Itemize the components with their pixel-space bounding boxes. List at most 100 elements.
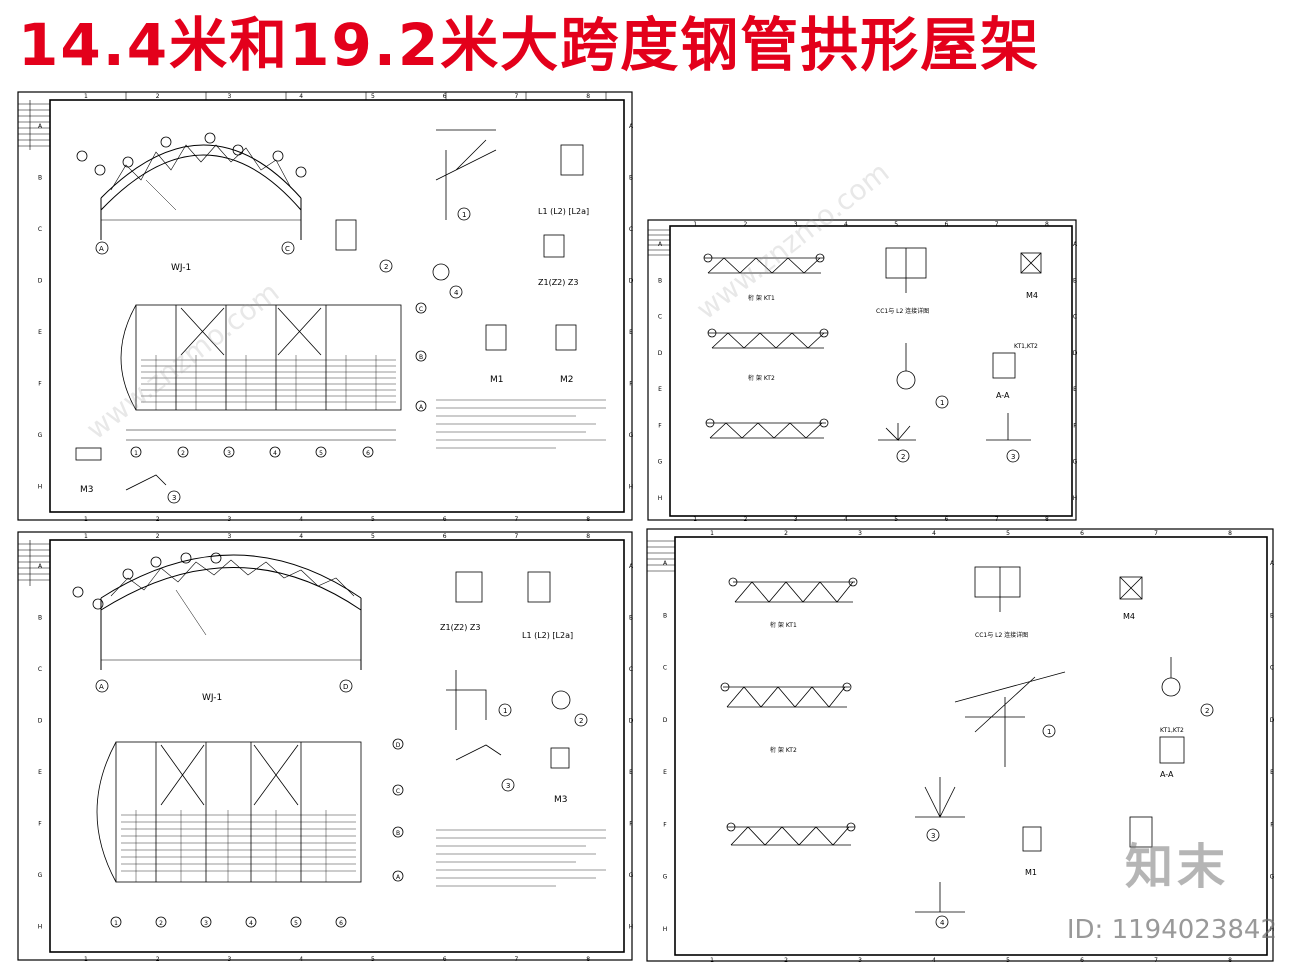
border-column-label: 5 [371, 516, 375, 522]
border-row-label: D [629, 717, 634, 724]
detail-1-number: 1 [503, 707, 507, 715]
grid-bubble-number: 4 [273, 450, 277, 457]
detail-2-number: 2 [384, 263, 388, 271]
detail-1-number: 1 [1047, 728, 1051, 736]
grid-bubble-number: 4 [249, 920, 253, 927]
border-row-label: F [629, 380, 633, 387]
grid-bubble-letter: A [419, 404, 424, 411]
grid-bubble-letter: C [396, 788, 400, 795]
drawing-sheet-1: A C WJ-1 [16, 90, 634, 522]
border-column-label: 8 [586, 533, 590, 540]
kt1-label: 桁 架 KT1 [748, 294, 775, 302]
border-column-label: 5 [371, 533, 375, 540]
border-column-label: 3 [227, 533, 231, 540]
section-aa-label: A-A [996, 391, 1010, 400]
border-row-label: D [38, 277, 43, 284]
border-row-label: H [629, 483, 634, 490]
grid-bubble-number: 2 [181, 450, 185, 457]
border-column-label: 1 [693, 516, 697, 522]
border-column-label: 7 [1154, 530, 1158, 537]
embed-m3-label: M3 [554, 795, 568, 805]
border-column-label: 5 [1006, 530, 1010, 537]
detail-1-number: 1 [462, 211, 466, 219]
sheet-4-drawing: 1 2 3 4 桁 架 KT1 桁 架 KT2 CC1与 L2 连接详图 M4 … [646, 528, 1275, 963]
border-column-label: 4 [844, 221, 848, 228]
kt-section-label: KT1,KT2 [1160, 727, 1184, 734]
sheet-1-drawing: A C WJ-1 [17, 91, 634, 522]
border-column-label: 4 [844, 516, 848, 522]
border-column-label: 2 [784, 957, 788, 963]
border-column-label: 2 [784, 530, 788, 537]
border-column-label: 4 [299, 93, 303, 100]
border-row-label: E [1270, 769, 1274, 776]
border-row-label: D [629, 277, 634, 284]
truss-wj1-label: WJ-1 [202, 693, 222, 703]
border-row-label: B [663, 612, 667, 619]
border-row-label: D [1270, 717, 1275, 724]
border-row-label: F [663, 821, 667, 828]
border-column-label: 2 [156, 516, 160, 522]
border-column-label: 1 [710, 957, 714, 963]
border-row-label: D [658, 350, 663, 357]
border-row-label: G [38, 872, 43, 879]
border-row-label: G [629, 872, 634, 879]
border-row-label: E [629, 329, 633, 336]
sheet-3-drawing: A D WJ-1 1 [17, 531, 634, 962]
border-column-label: 7 [514, 516, 518, 522]
border-row-label: B [38, 174, 42, 181]
border-column-label: 6 [443, 956, 447, 962]
kt-section-label: KT1,KT2 [1014, 343, 1038, 350]
border-row-label: E [663, 769, 667, 776]
border-row-label: H [38, 923, 43, 930]
border-row-label: F [658, 422, 662, 429]
border-column-label: 2 [156, 93, 160, 100]
detail-3-number: 3 [1011, 453, 1015, 461]
embed-m1-label: M1 [1025, 868, 1037, 877]
border-row-label: C [1270, 665, 1274, 672]
border-row-label: B [1073, 277, 1077, 284]
border-column-label: 7 [514, 956, 518, 962]
border-row-label: A [663, 560, 668, 567]
border-row-label: A [629, 123, 634, 130]
border-column-label: 2 [743, 516, 747, 522]
embed-m2-label: M2 [560, 375, 574, 385]
border-row-label: D [38, 717, 43, 724]
grid-bubble-number: 5 [294, 920, 298, 927]
border-column-label: 7 [995, 516, 999, 522]
border-column-label: 8 [1228, 957, 1232, 963]
border-column-label: 7 [514, 93, 518, 100]
border-column-label: 7 [514, 533, 518, 540]
border-column-label: 1 [84, 533, 88, 540]
detail-3-number: 3 [506, 782, 510, 790]
border-column-label: 8 [1228, 530, 1232, 537]
border-column-label: 6 [944, 516, 948, 522]
border-column-label: 3 [858, 530, 862, 537]
border-row-label: F [1270, 821, 1274, 828]
border-column-label: 4 [299, 533, 303, 540]
border-row-label: H [1073, 495, 1078, 502]
sheet-2-drawing: 1 2 3 桁 架 KT1 桁 架 KT2 CC1与 L2 连接详图 M4 KT… [647, 219, 1078, 522]
grid-bubble-letter: D [396, 742, 401, 749]
border-row-label: H [663, 926, 668, 933]
border-column-label: 4 [932, 957, 936, 963]
border-row-label: F [38, 380, 42, 387]
embed-m4-label: M4 [1026, 291, 1038, 300]
grid-bubble-letter: C [419, 306, 423, 313]
border-column-label: 5 [1006, 957, 1010, 963]
grid-bubble-number: 3 [204, 920, 208, 927]
border-row-label: B [658, 277, 662, 284]
border-row-label: G [658, 459, 663, 466]
drawing-sheet-2: 1 2 3 桁 架 KT1 桁 架 KT2 CC1与 L2 连接详图 M4 KT… [646, 218, 1078, 522]
beam-l1-label: L1 (L2) [L2a] [522, 631, 573, 640]
section-aa-label: A-A [1160, 770, 1174, 779]
border-column-label: 1 [84, 516, 88, 522]
border-column-label: 6 [443, 533, 447, 540]
detail-3-number: 3 [931, 832, 935, 840]
page-title: 14.4米和19.2米大跨度钢管拱形屋架 [18, 11, 1041, 79]
border-row-label: H [658, 495, 663, 502]
border-column-label: 8 [1045, 516, 1049, 522]
embed-m4-label: M4 [1123, 612, 1135, 621]
detail-2-number: 2 [901, 453, 905, 461]
border-row-label: H [38, 483, 43, 490]
border-column-label: 1 [693, 221, 697, 228]
